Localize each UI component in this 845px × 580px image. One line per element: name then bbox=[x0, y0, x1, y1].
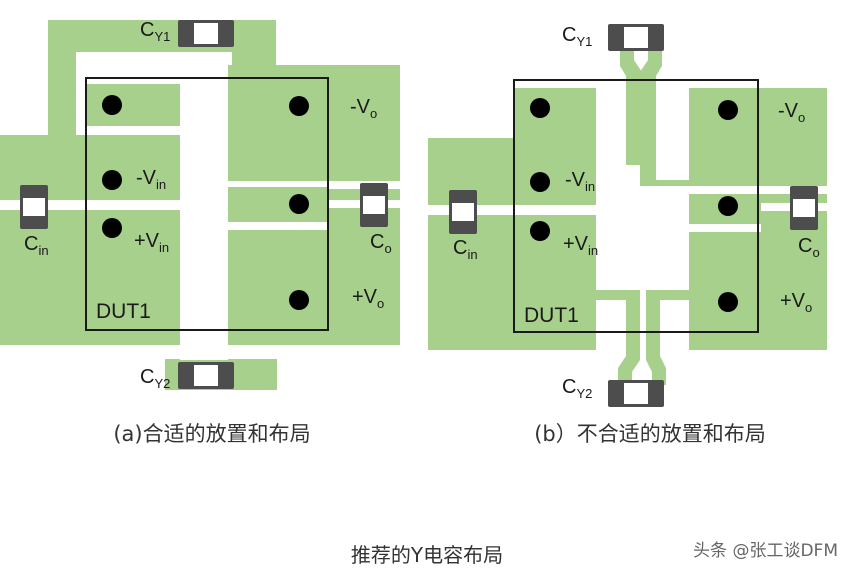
right-cy1-trace-left bbox=[620, 48, 642, 165]
right-pin-4 bbox=[718, 100, 738, 120]
left-vo-minus-label: -Vo bbox=[350, 96, 377, 121]
left-cy1-trace-left bbox=[48, 20, 76, 135]
right-cy1-label: CY1 bbox=[562, 24, 592, 49]
right-vin-minus-label: -Vin bbox=[565, 169, 595, 194]
left-dut-label: DUT1 bbox=[96, 300, 151, 323]
right-vin-plus-label: +Vin bbox=[563, 233, 598, 258]
right-cin-capacitor bbox=[449, 190, 477, 234]
right-caption: (b）不合适的放置和布局 bbox=[534, 422, 766, 446]
left-vin-minus-label: -Vin bbox=[136, 167, 166, 192]
left-pin-2 bbox=[102, 170, 122, 190]
right-pin-3 bbox=[530, 221, 550, 241]
right-vo-plus-label: +Vo bbox=[780, 290, 812, 315]
right-co-capacitor bbox=[790, 186, 818, 230]
left-pin-6 bbox=[289, 290, 309, 310]
left-pin-3 bbox=[102, 218, 122, 238]
left-input-copper bbox=[0, 135, 180, 345]
figure-title: 推荐的Y电容布局 bbox=[351, 543, 503, 567]
right-cy2-trace-right bbox=[646, 290, 689, 385]
left-cy2-label: CY2 bbox=[140, 366, 170, 391]
left-cy2-gap bbox=[165, 345, 277, 359]
left-caption: (a)合适的放置和布局 bbox=[113, 422, 310, 446]
right-cy2-trace-left bbox=[596, 290, 640, 385]
watermark: 头条 @张工谈DFM bbox=[693, 541, 838, 561]
left-pin-4 bbox=[289, 96, 309, 116]
right-input-copper bbox=[428, 138, 596, 350]
right-vo-minus-label: -Vo bbox=[778, 100, 805, 125]
left-input-split2 bbox=[86, 126, 180, 135]
right-cy2-capacitor bbox=[608, 380, 664, 407]
right-layout bbox=[428, 48, 827, 385]
right-cy2-label: CY2 bbox=[562, 376, 592, 401]
left-co-label: Co bbox=[370, 231, 392, 256]
right-pin-5 bbox=[718, 196, 738, 216]
left-cy1-capacitor bbox=[178, 20, 234, 47]
left-cy1-label: CY1 bbox=[140, 19, 170, 44]
right-pin-2 bbox=[530, 172, 550, 192]
right-dut-outline bbox=[513, 79, 759, 333]
right-pin-6 bbox=[718, 292, 738, 312]
left-input-copper-top bbox=[86, 84, 180, 126]
left-input-split bbox=[0, 200, 180, 210]
left-center-gap bbox=[180, 78, 228, 360]
right-pin-1 bbox=[530, 98, 550, 118]
left-cy2-capacitor bbox=[178, 362, 234, 389]
right-cy1-trace-right bbox=[640, 48, 689, 186]
right-output-split-bot bbox=[689, 224, 761, 232]
left-cin-capacitor bbox=[20, 185, 48, 229]
right-co-label: Co bbox=[798, 235, 820, 260]
right-cin-label: Cin bbox=[453, 237, 478, 262]
left-output-split-bot bbox=[228, 222, 328, 230]
left-pin-5 bbox=[289, 194, 309, 214]
left-vo-plus-label: +Vo bbox=[352, 286, 384, 311]
left-dut-outline bbox=[85, 77, 329, 331]
left-output-split-top bbox=[228, 181, 400, 187]
right-cy1-capacitor bbox=[608, 24, 664, 51]
right-input-split bbox=[428, 205, 596, 215]
left-vin-plus-label: +Vin bbox=[134, 230, 169, 255]
right-input-copper-top bbox=[514, 88, 596, 138]
left-cin-label: Cin bbox=[24, 233, 49, 258]
left-co-capacitor bbox=[360, 183, 388, 227]
right-dut-label: DUT1 bbox=[524, 304, 579, 327]
left-pin-1 bbox=[102, 95, 122, 115]
